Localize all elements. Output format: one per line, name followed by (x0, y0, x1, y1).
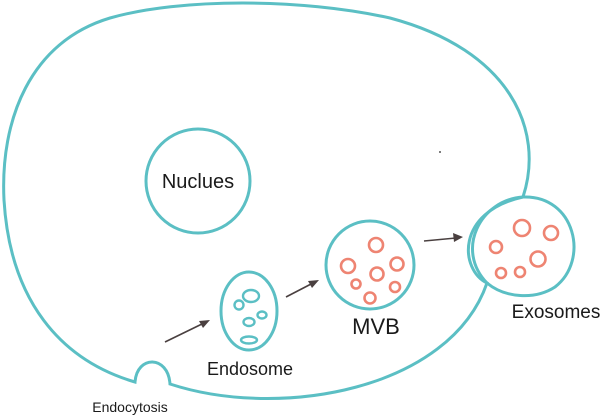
exosome-release-site (471, 195, 576, 298)
exosomes-label: Exosomes (512, 302, 601, 323)
endosome (219, 270, 279, 352)
nucleus-label: Nuclues (162, 171, 234, 193)
right-arrow-icon (164, 320, 210, 343)
nucleus (144, 127, 252, 235)
mvb-label: MVB (352, 314, 400, 339)
mvb (324, 219, 416, 311)
right-arrow-icon (285, 280, 319, 298)
endocytosis-label: Endocytosis (92, 399, 167, 415)
speck (439, 151, 441, 153)
endosome-label: Endosome (207, 359, 293, 379)
cell-membrane (2, 1, 531, 400)
right-arrow-icon (423, 233, 463, 242)
